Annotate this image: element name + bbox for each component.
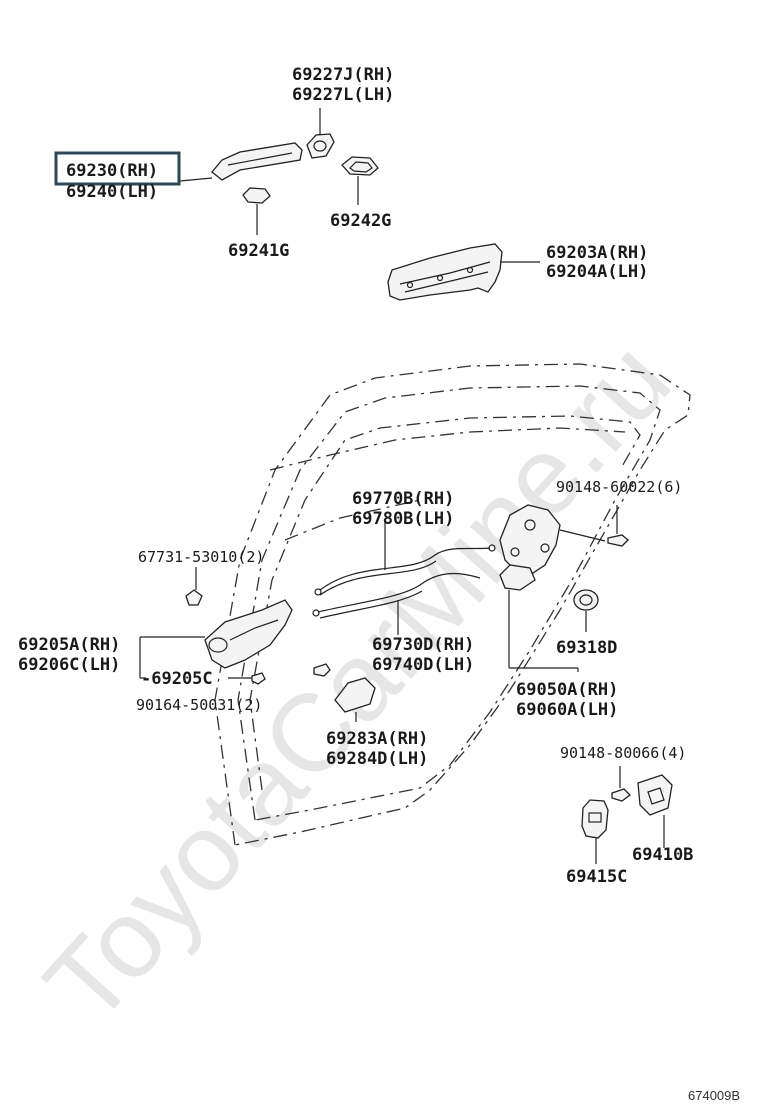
screw-90164-50031[interactable] [228, 663, 331, 685]
label-69050A[interactable]: 69050A(RH) [516, 680, 618, 700]
screw-90148-60022[interactable] [607, 505, 629, 547]
cable-part-69770B[interactable] [314, 520, 496, 596]
label-69227L[interactable]: 69227L(LH) [292, 85, 394, 105]
rear-door-outline [214, 363, 691, 846]
cable-part-69730D[interactable] [312, 572, 481, 635]
label-69240[interactable]: 69240(LH) [66, 182, 158, 202]
label-69284D[interactable]: 69284D(LH) [326, 749, 428, 769]
grommet-part-69318D[interactable] [573, 589, 599, 632]
striker-cover-part-69415C[interactable] [581, 799, 609, 864]
label-69242G[interactable]: 69242G [330, 211, 391, 231]
handle-cover-part-69227J[interactable] [306, 108, 335, 159]
label-69415C[interactable]: 69415C [566, 867, 627, 887]
label-69205C[interactable]: -69205C [141, 669, 213, 689]
door-lock-assembly-69050A[interactable] [499, 504, 606, 672]
inside-handle-part-69205A[interactable] [140, 599, 293, 669]
label-90148-80066[interactable]: 90148-80066(4) [560, 744, 686, 762]
label-69230[interactable]: 69230(RH) [66, 161, 158, 181]
label-69227J[interactable]: 69227J(RH) [292, 65, 394, 85]
label-69410B[interactable]: 69410B [632, 845, 693, 865]
label-69780B[interactable]: 69780B(LH) [352, 509, 454, 529]
screw-90148-80066[interactable] [611, 766, 631, 802]
label-90148-60022[interactable]: 90148-60022(6) [556, 478, 682, 496]
bezel-part-69283A[interactable] [334, 677, 376, 722]
label-69241G[interactable]: 69241G [228, 241, 289, 261]
part-labels: 69227J(RH) 69227L(LH) 69230(RH) 69240(LH… [18, 65, 693, 887]
label-90164[interactable]: 90164-50031(2) [136, 696, 262, 714]
label-69283A[interactable]: 69283A(RH) [326, 729, 428, 749]
label-69204A[interactable]: 69204A(LH) [546, 262, 648, 282]
label-69203A[interactable]: 69203A(RH) [546, 243, 648, 263]
striker-part-69410B[interactable] [637, 774, 673, 848]
figure-code: 674009B [688, 1088, 740, 1103]
outside-handle-part-69230[interactable] [179, 142, 303, 182]
label-69730D[interactable]: 69730D(RH) [372, 635, 474, 655]
clip-part-67731[interactable] [185, 567, 203, 606]
label-69205A[interactable]: 69205A(RH) [18, 635, 120, 655]
label-69206C[interactable]: 69206C(LH) [18, 655, 120, 675]
label-69060A[interactable]: 69060A(LH) [516, 700, 618, 720]
handle-pad-part-69241G[interactable] [242, 187, 271, 235]
handle-pad-part-69242G[interactable] [341, 156, 379, 205]
label-67731[interactable]: 67731-53010(2) [138, 548, 264, 566]
label-69740D[interactable]: 69740D(LH) [372, 655, 474, 675]
outside-frame-part-69203A[interactable] [387, 243, 540, 301]
highlight-box [54, 151, 181, 186]
label-69318D[interactable]: 69318D [556, 638, 617, 658]
label-69770B[interactable]: 69770B(RH) [352, 489, 454, 509]
